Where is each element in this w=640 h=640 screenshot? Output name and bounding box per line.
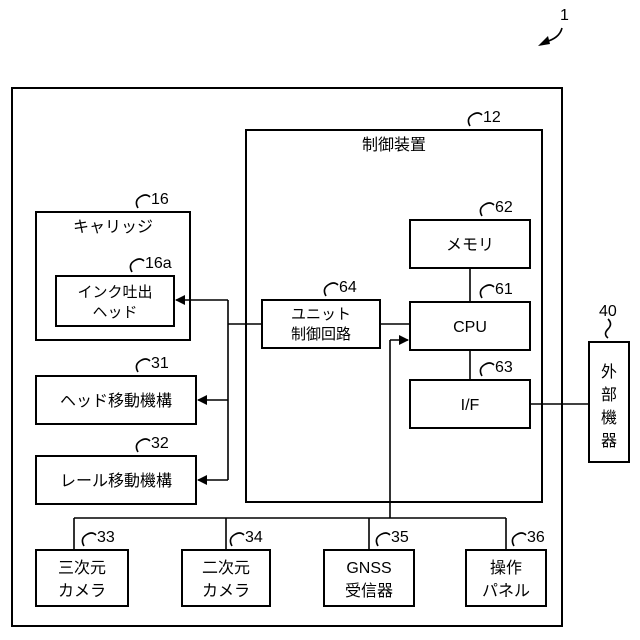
ref-number-31: 31	[151, 355, 169, 372]
ref-number-12: 12	[483, 109, 501, 126]
system-ref-marker: 1	[538, 7, 569, 46]
unit-circuit-label-line2: 制御回路	[291, 325, 351, 343]
head-mechanism-label: ヘッド移動機構	[60, 391, 172, 410]
camera-2d-label-line2: カメラ	[202, 581, 250, 600]
operation-panel-label-line1: 操作	[490, 558, 522, 577]
external-device-char-3: 機	[601, 408, 617, 427]
ink-head-label-line1: インク吐出	[77, 283, 152, 301]
ref-number-35: 35	[391, 529, 409, 546]
ref-number-64: 64	[339, 279, 357, 296]
camera-2d-label-line1: 二次元	[202, 558, 250, 577]
rail-mechanism-label: レール移動機構	[60, 471, 172, 490]
ref-number-63: 63	[495, 359, 513, 376]
carriage-label: キャリッジ	[73, 217, 153, 236]
ref-number-16: 16	[151, 191, 169, 208]
external-device-char-1: 外	[601, 362, 617, 381]
unit-circuit-label-line1: ユニット	[291, 305, 351, 323]
interface-label: I/F	[461, 397, 480, 414]
external-device-char-4: 器	[601, 431, 617, 450]
ref-number-32: 32	[151, 435, 169, 452]
gnss-label-line2: 受信器	[345, 581, 393, 600]
system-ref-arrowhead	[538, 36, 550, 46]
operation-panel-label-line2: パネル	[482, 581, 530, 600]
system-ref-number: 1	[560, 7, 569, 24]
ref-number-62: 62	[495, 199, 513, 216]
camera-3d-label-line1: 三次元	[58, 558, 106, 577]
ref-number-36: 36	[527, 529, 545, 546]
gnss-label-line1: GNSS	[346, 560, 391, 577]
cpu-label: CPU	[453, 319, 487, 336]
control-device-label: 制御装置	[362, 135, 426, 154]
ref-number-61: 61	[495, 281, 513, 298]
memory-label: メモリ	[446, 235, 494, 254]
ref-leader-40	[606, 319, 611, 338]
ref-number-34: 34	[245, 529, 263, 546]
camera-3d-label-line2: カメラ	[58, 581, 106, 600]
ref-number-33: 33	[97, 529, 115, 546]
ref-number-16a: 16a	[145, 255, 172, 272]
external-device-char-2: 部	[601, 385, 617, 404]
ref-number-40: 40	[599, 303, 617, 320]
ink-head-label-line2: ヘッド	[92, 303, 137, 321]
